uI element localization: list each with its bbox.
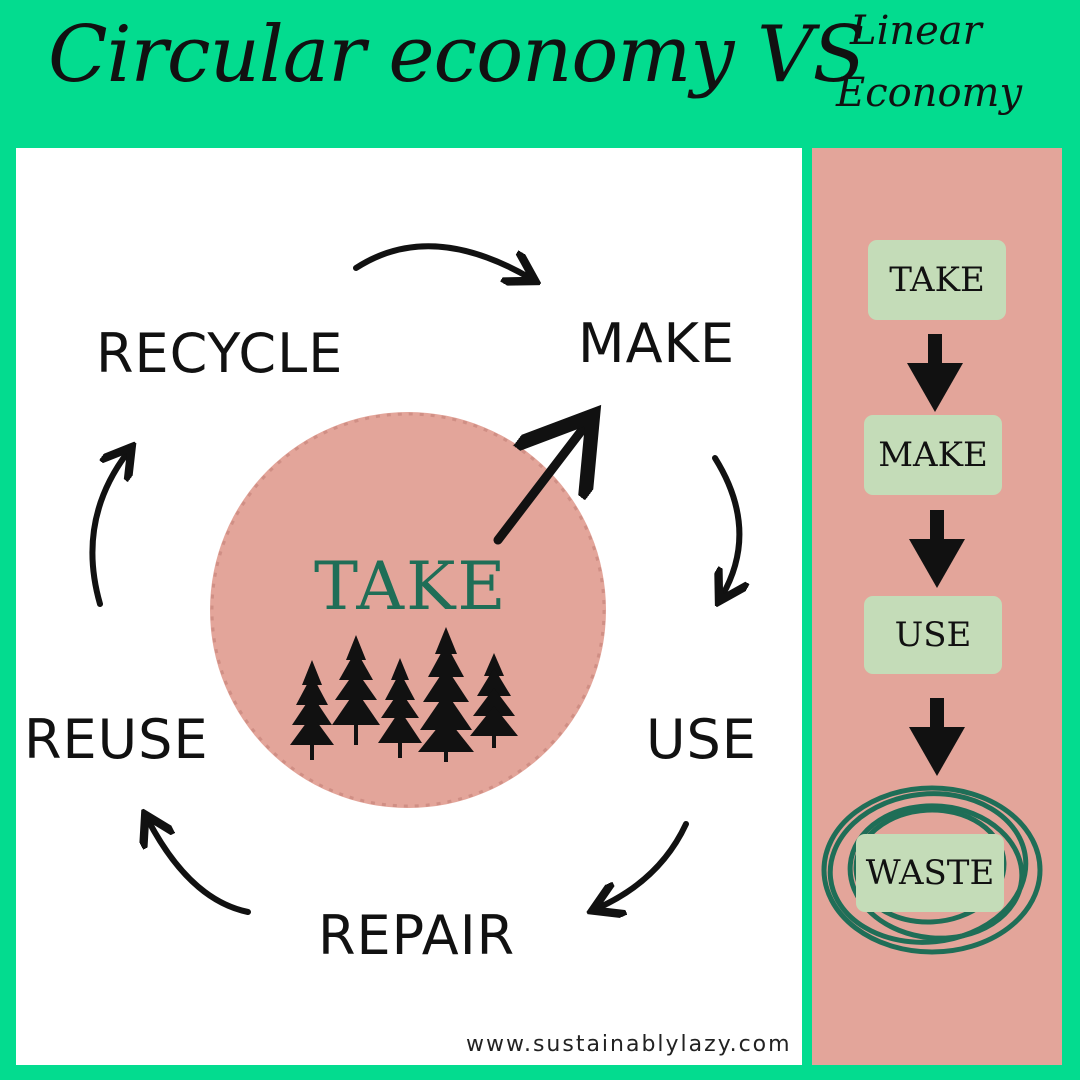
arrow-use-to-repair (598, 821, 689, 908)
linear-make-box: MAKE (864, 415, 1002, 495)
trees-icon (290, 627, 518, 762)
take-circle-edge (210, 412, 606, 808)
label-take-center: TAKE (314, 548, 508, 625)
label-repair: REPAIR (318, 904, 516, 967)
subtitle-economy: Economy (836, 70, 1023, 116)
label-reuse: REUSE (24, 708, 209, 771)
footer-url: www.sustainablylazy.com (466, 1032, 792, 1057)
label-recycle: RECYCLE (96, 322, 344, 385)
label-make: MAKE (578, 312, 736, 375)
arrow-reuse-to-recycle (89, 452, 128, 607)
label-use: USE (646, 708, 757, 771)
subtitle-linear: Linear (850, 8, 982, 54)
linear-use-box: USE (864, 596, 1002, 674)
linear-waste-box: WASTE (856, 834, 1004, 912)
arrow-make-to-use (712, 455, 739, 596)
arrow-recycle-to-make (353, 243, 530, 278)
linear-take-box: TAKE (868, 240, 1006, 320)
arrow-take-to-make (493, 430, 582, 545)
page-title: Circular economy VS (48, 10, 866, 100)
arrow-repair-to-reuse (148, 820, 251, 915)
